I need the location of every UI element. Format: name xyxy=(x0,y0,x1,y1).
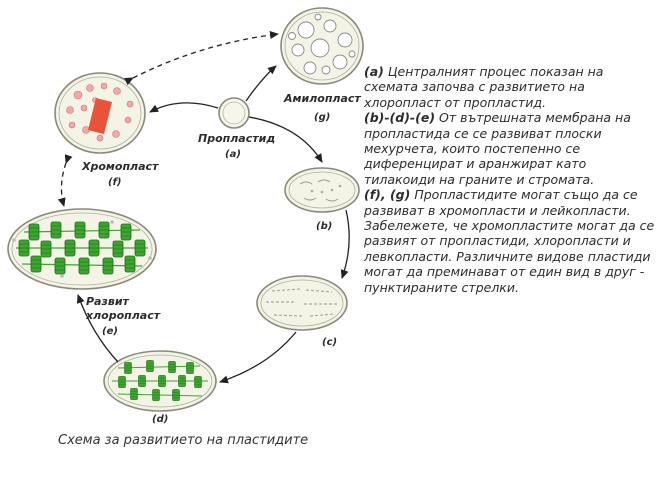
arrow-proplastid-to-stage-b xyxy=(248,116,323,163)
stage-b-plastid xyxy=(284,167,360,213)
proplastid-label: Пропластид xyxy=(198,132,275,145)
amyloplast-letter: (g) xyxy=(314,112,330,123)
stage-d-letter: (d) xyxy=(152,414,168,425)
proplastid-cell xyxy=(218,97,250,129)
arrow-stage-b-to-c xyxy=(340,209,350,279)
stage-b-letter: (b) xyxy=(316,221,332,232)
stage-d-plastid xyxy=(103,350,217,412)
description-key-fg: (f), (g) xyxy=(364,187,411,203)
stage-c-letter: (c) xyxy=(322,337,337,348)
proplastid-letter: (a) xyxy=(225,149,241,160)
arrow-proplastid-to-chromoplast xyxy=(149,102,219,113)
mature-chloroplast-cell xyxy=(7,208,157,290)
arrow-stage-d-to-e xyxy=(76,294,119,363)
mature-chloroplast-label-line1: Развит xyxy=(86,295,130,308)
amyloplast-cell xyxy=(280,7,364,85)
description-text-a: Централният процес показан на схемата за… xyxy=(364,64,604,110)
diagram-caption: Схема за развитието на пластидите xyxy=(58,433,309,448)
description-text-bde: От вътрешната мембрана на пропластида се… xyxy=(364,110,631,187)
description-key-a: (a) xyxy=(364,64,384,79)
description-text-fg: Пропластидите могат също да се развиват … xyxy=(364,187,655,295)
chromoplast-label: Хромопласт xyxy=(81,160,159,173)
mature-chloroplast-letter: (e) xyxy=(102,326,118,337)
description-text: (a) Централният процес показан на схемат… xyxy=(364,64,656,295)
arrow-proplastid-to-amyloplast xyxy=(245,65,277,102)
chromoplast-cell xyxy=(54,72,146,154)
arrow-stage-c-to-d xyxy=(219,331,297,384)
mature-chloroplast-label-line2: хлоропласт xyxy=(85,309,161,322)
stage-c-plastid xyxy=(256,275,348,331)
amyloplast-label: Амилопласт xyxy=(283,92,361,105)
dashed-arrow-chromoplast-amyloplast xyxy=(124,31,279,86)
chromoplast-letter: (f) xyxy=(108,177,122,188)
dashed-arrow-chromoplast-chloroplast xyxy=(57,154,73,207)
description-key-bde: (b)-(d)-(e) xyxy=(364,110,436,126)
